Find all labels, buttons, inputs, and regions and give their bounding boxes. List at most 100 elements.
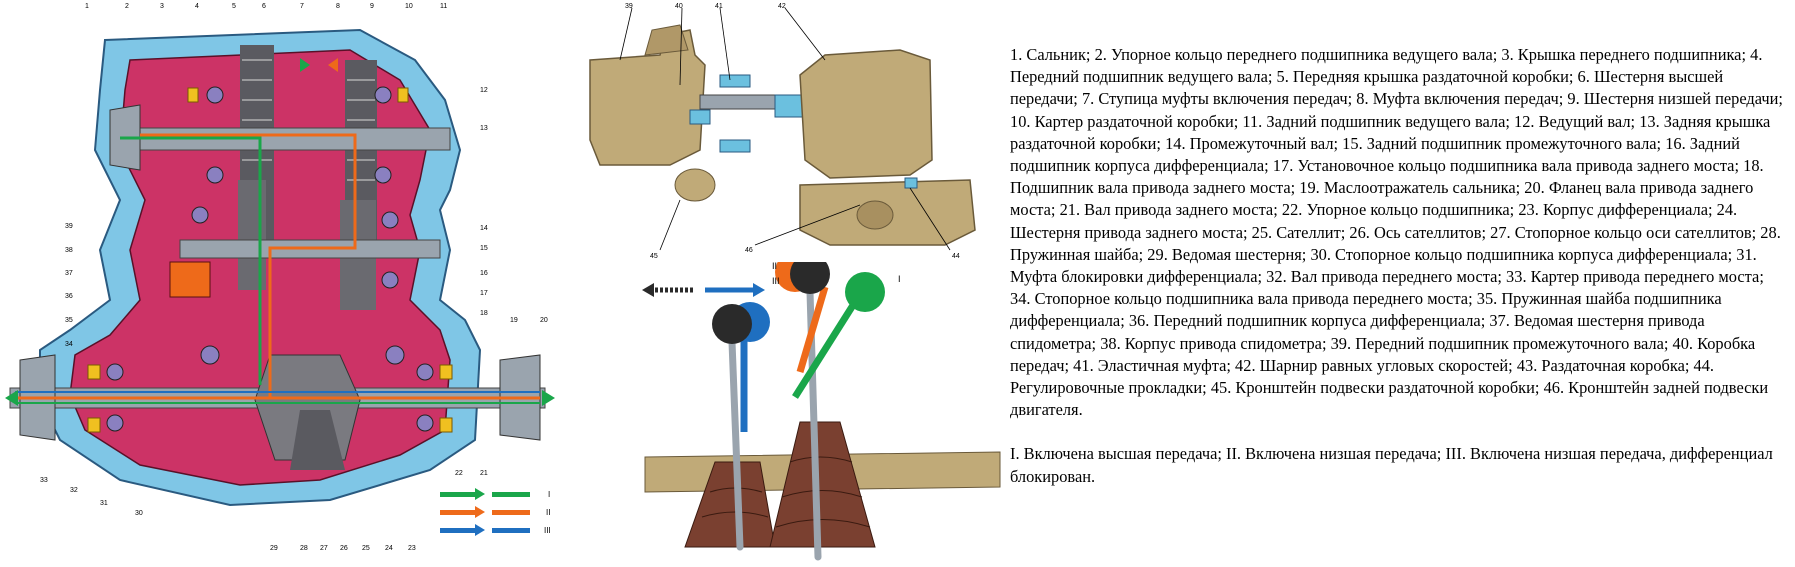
- callout-label: 46: [745, 247, 753, 254]
- shift-levers-diagram: III II I: [642, 262, 1001, 561]
- callout-label: 30: [135, 510, 143, 517]
- legend-item: 35. Пружинная шайба подшипника дифференц…: [1010, 289, 1722, 331]
- callout-label: 16: [480, 270, 488, 277]
- seals: [87, 87, 453, 433]
- legend-item: 26. Ось сателлитов;: [1349, 222, 1487, 242]
- legend-item: 36. Передний подшипник корпуса дифференц…: [1128, 311, 1486, 331]
- callout-label: 19: [510, 317, 518, 324]
- callout-label: 8: [336, 3, 340, 10]
- callout-label: 33: [40, 477, 48, 484]
- callout-label: 34: [65, 341, 73, 348]
- legend-item: 15. Задний подшипник промежуточного вала…: [1342, 133, 1662, 153]
- legend-item: 19. Маслоотражатель сальника;: [1299, 178, 1521, 198]
- gearbox-cap: [644, 24, 689, 56]
- legend-item: 31. Муфта блокировки дифференциала;: [1010, 244, 1757, 287]
- legend-item: 17. Установочное кольцо подшипника вала …: [1272, 156, 1740, 176]
- callout-label: 10: [405, 3, 413, 10]
- callout-label: 41: [715, 3, 723, 10]
- legend-item: 7. Ступица муфты включения передач;: [1081, 89, 1353, 109]
- legend-item: 39. Передний подшипник промежуточного ва…: [1330, 333, 1669, 353]
- callout-label: 9: [370, 3, 374, 10]
- callout-label: 38: [65, 247, 73, 254]
- callout-label: 13: [480, 125, 488, 132]
- flow-legend-label: I: [548, 490, 550, 499]
- legend-item: 22. Упорное кольцо подшипника;: [1281, 200, 1515, 220]
- callout-label: 44: [952, 253, 960, 260]
- legend-item: 34. Стопорное кольцо подшипника вала при…: [1010, 289, 1473, 309]
- flow-legend: I II III: [440, 488, 551, 536]
- flow-legend-label: II: [546, 508, 550, 517]
- callout-label: 32: [70, 487, 78, 494]
- legend-item: 33. Картер привода переднего моста;: [1506, 267, 1764, 287]
- callout-label: 4: [195, 3, 199, 10]
- callout-label: 11: [440, 3, 447, 10]
- callout-label: 26: [340, 545, 348, 552]
- legend-item: 1. Сальник;: [1010, 45, 1091, 64]
- legend-item: 4. Передний подшипник ведущего вала;: [1010, 45, 1763, 87]
- legend-item: 14. Промежуточный вал;: [1165, 133, 1339, 153]
- callout-label: 31: [100, 500, 108, 507]
- lever-ball-right: [790, 262, 830, 294]
- lever-position-label: III: [772, 276, 780, 286]
- legend-item: 23. Корпус дифференциала;: [1518, 200, 1713, 220]
- legend-item: 37. Ведомая шестерня привода спидометра;: [1010, 311, 1705, 353]
- legend-item: 20. Фланец вала привода заднего моста;: [1010, 178, 1754, 220]
- legend-item: 2. Упорное кольцо переднего подшипника в…: [1094, 45, 1498, 64]
- legend-item: 6. Шестерня высшей передачи;: [1010, 67, 1724, 109]
- modes-legend: I. Включена высшая передача; II. Включен…: [1010, 444, 1773, 486]
- callout-label: 27: [320, 545, 328, 552]
- legend-item: 8. Муфта включения передач;: [1356, 89, 1564, 109]
- transfer-case: [799, 49, 933, 179]
- legend-item: 30. Стопорное кольцо подшипника корпуса …: [1310, 244, 1733, 264]
- callout-label: 2: [125, 3, 129, 10]
- lever-position-label: II: [772, 262, 777, 271]
- callout-label: 18: [480, 310, 488, 317]
- callout-label: 7: [300, 3, 304, 10]
- legend-item: 10. Картер раздаточной коробки;: [1010, 111, 1239, 131]
- flow-path-orange: [140, 133, 540, 400]
- callout-label: 37: [65, 270, 73, 277]
- legend-item: 40. Коробка передач;: [1010, 333, 1756, 375]
- callout-label: 6: [262, 3, 266, 10]
- callout-label: 1: [85, 3, 89, 10]
- legend-item: 25. Сателлит;: [1251, 222, 1346, 242]
- legend-item: 9. Шестерня низшей передачи;: [1567, 89, 1783, 109]
- callout-label: 15: [480, 245, 488, 252]
- callout-label: 23: [408, 545, 416, 552]
- callout-label: 24: [385, 545, 393, 552]
- legend-item: 29. Ведомая шестерня;: [1147, 244, 1307, 264]
- legend-item: 43. Раздаточная коробка;: [1516, 355, 1690, 375]
- legend-item: 16. Задний подшипник корпуса дифференциа…: [1010, 133, 1740, 176]
- callout-label: 3: [160, 3, 164, 10]
- callout-label: 22: [455, 470, 463, 477]
- legend-item: 42. Шарнир равных угловых скоростей;: [1235, 355, 1513, 375]
- callout-label: 21: [480, 470, 488, 477]
- callout-label: 17: [480, 290, 488, 297]
- flow-path-green: [120, 136, 262, 385]
- callout-label: 35: [65, 317, 73, 324]
- callout-label: 14: [480, 225, 488, 232]
- legend-item: 18. Подшипник вала привода заднего моста…: [1010, 156, 1764, 198]
- drive-gear: [290, 410, 345, 470]
- green-ghost-lever: [792, 272, 885, 399]
- speedometer-drive: [169, 261, 211, 298]
- callout-label: 25: [362, 545, 370, 552]
- lever-ball-left: [712, 304, 752, 344]
- callout-label: 39: [65, 223, 73, 230]
- lever-position-label: I: [898, 274, 901, 284]
- legend-item: 13. Задняя крышка раздаточной коробки;: [1010, 111, 1771, 153]
- lever-boot-right: [769, 421, 876, 548]
- callout-label: 28: [300, 545, 308, 552]
- legend-item: 41. Эластичная муфта;: [1073, 355, 1231, 375]
- legend-item: 32. Вал привода переднего моста;: [1266, 267, 1502, 287]
- callout-label: 12: [480, 87, 488, 94]
- callout-label: 40: [675, 3, 683, 10]
- elastic-coupling: [674, 168, 716, 202]
- joints: [689, 74, 804, 187]
- legend-item: 27. Стопорное кольцо оси сателлитов;: [1490, 222, 1757, 242]
- callout-label: 20: [540, 317, 548, 324]
- legend-item: 5. Передняя крышка раздаточной коробки;: [1276, 67, 1574, 87]
- callout-label: 39: [625, 3, 633, 10]
- legend-item: 28. Пружинная шайба;: [1010, 222, 1781, 264]
- legend-item: 11. Задний подшипник ведущего вала;: [1242, 111, 1510, 131]
